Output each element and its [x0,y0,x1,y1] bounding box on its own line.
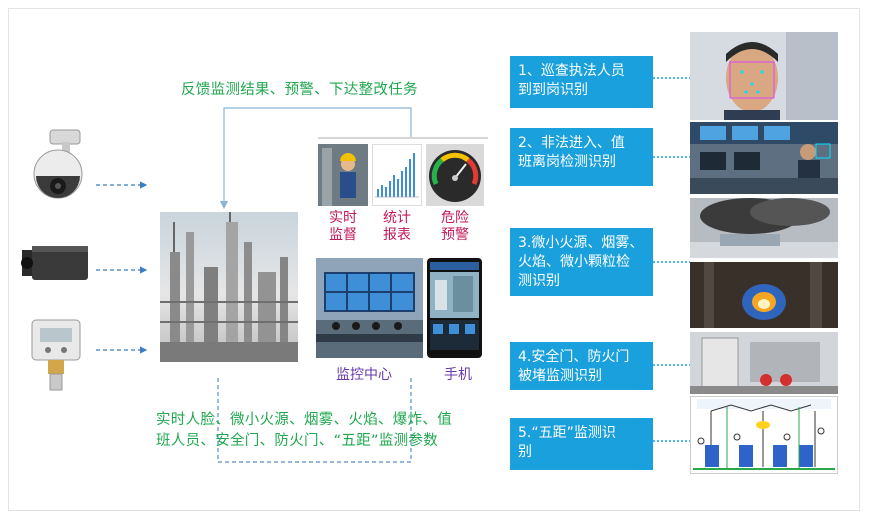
tile-danger-label: 危险预警 [441,210,469,243]
chemical-plant-photo [160,212,298,362]
feedback-label: 反馈监测结果、预警、下达整改任务 [181,82,418,98]
task-box-5: 5.“五距”监测识别 [510,418,653,470]
phone-label: 手机 [444,367,472,383]
tile-realtime-label: 实时监督 [329,210,357,243]
duty-room-photo [690,122,838,194]
bar-chart-thumbnail [372,144,422,206]
monitor-center-label: 监控中心 [336,367,392,383]
task-box-1: 1、巡查执法人员到到岗识别 [510,56,653,108]
task-box-4: 4.安全门、防火门被堵监测识别 [510,342,653,390]
fire-door-photo [690,332,838,394]
smoke-photo [690,198,838,258]
five-distance-diagram [690,396,838,474]
task-box-3: 3.微小火源、烟雾、火焰、微小颗粒检测识别 [510,228,653,296]
worker-photo [318,144,368,206]
task-box-2: 2、非法进入、值班离岗检测识别 [510,128,653,186]
box-camera-icon [18,240,90,290]
flame-photo [690,262,838,328]
gas-detector-icon [26,316,86,394]
tile-stats-label: 统计报表 [383,210,411,243]
monitoring-params-label: 实时人脸、微小火源、烟雾、火焰、爆炸、值 班人员、安全门、防火门、“五距”监测参… [156,412,452,449]
phone-screen-photo [427,258,482,358]
monitor-center-photo [316,258,423,358]
dome-camera-icon [22,128,92,210]
face-recognition-photo [690,32,838,120]
gauge-icon [426,144,484,206]
